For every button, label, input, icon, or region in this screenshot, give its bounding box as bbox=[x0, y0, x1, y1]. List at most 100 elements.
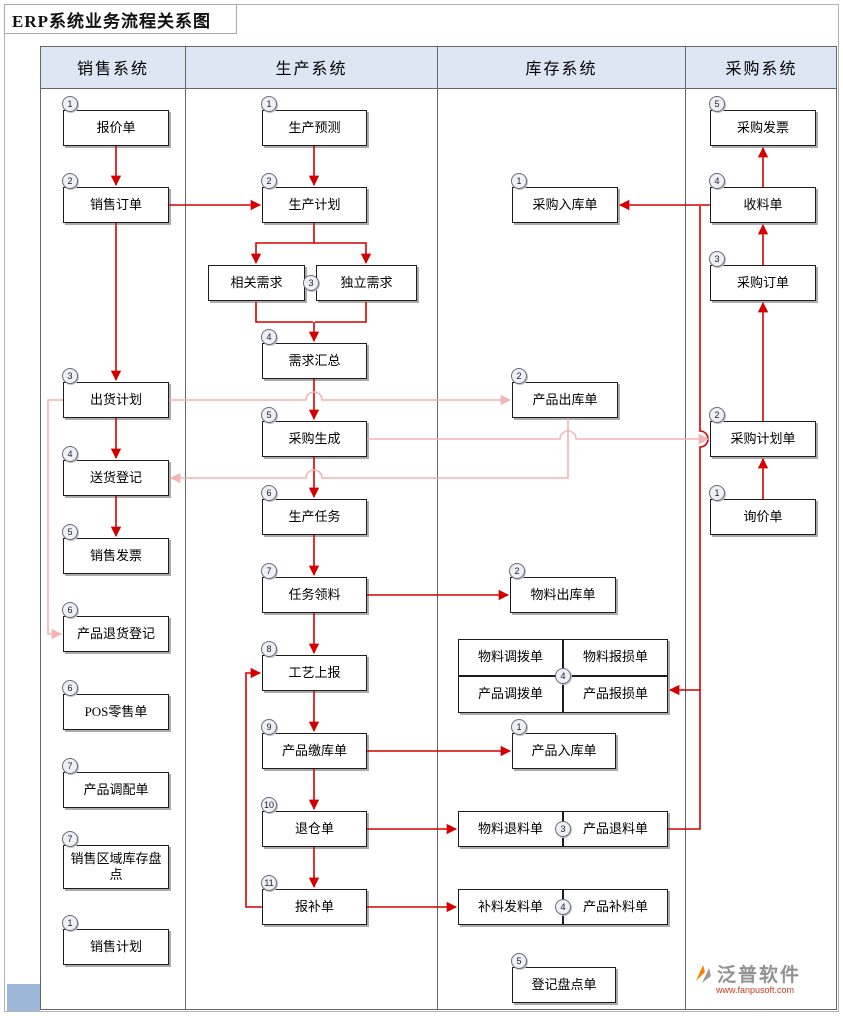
step-badge-product-return: 3 bbox=[555, 821, 571, 837]
flow-node-label: 出货计划 bbox=[89, 391, 142, 407]
step-badge-material-outbound: 2 bbox=[509, 563, 525, 579]
flow-node-purchase-invoice: 采购发票 bbox=[710, 110, 816, 146]
flow-node-label: 生产预测 bbox=[288, 119, 341, 135]
column-header-production: 生产系统 bbox=[275, 61, 348, 78]
step-badge-product-delivery: 9 bbox=[261, 719, 277, 735]
flow-node-label: 采购生成 bbox=[288, 430, 341, 446]
header-underline bbox=[40, 88, 837, 89]
flow-node-label: 产品缴库单 bbox=[281, 742, 347, 758]
flow-node-production-forecast: 生产预测 bbox=[262, 110, 367, 146]
flow-node-stocktake-registration: 登记盘点单 bbox=[512, 967, 616, 1003]
flow-node-product-transfer: 产品调拨单 bbox=[458, 676, 563, 713]
flow-node-label: 生产计划 bbox=[288, 196, 341, 212]
flow-node-purchase-plan: 采购计划单 bbox=[710, 421, 816, 457]
step-badge-receiving-note: 4 bbox=[709, 173, 725, 189]
flow-node-label: 物料报损单 bbox=[582, 649, 648, 665]
diagram-frame bbox=[40, 46, 837, 1010]
step-badge-production-forecast: 1 bbox=[261, 96, 277, 112]
step-badge-purchase-inbound: 1 bbox=[511, 173, 527, 189]
flow-node-label: 报补单 bbox=[294, 898, 334, 914]
flow-node-label: 采购计划单 bbox=[730, 430, 796, 446]
page-border bbox=[4, 4, 839, 1012]
flow-node-supplement-issue: 补料发料单 bbox=[458, 889, 563, 925]
flow-node-label: 需求汇总 bbox=[288, 352, 341, 368]
flow-node-related-demand: 相关需求 bbox=[208, 265, 305, 301]
column-header-band bbox=[40, 46, 837, 88]
step-badge-product-inbound: 1 bbox=[511, 719, 527, 735]
flow-node-label: 产品调拨单 bbox=[477, 686, 543, 702]
flow-node-label: 任务领料 bbox=[288, 586, 341, 602]
column-divider-1 bbox=[185, 46, 186, 1010]
flow-node-label: 销售发票 bbox=[89, 547, 142, 563]
step-badge-delivery-registration: 4 bbox=[62, 446, 78, 462]
flow-node-purchase-generation: 采购生成 bbox=[262, 421, 367, 457]
step-badge-demand-summary: 4 bbox=[261, 329, 277, 345]
column-divider-2 bbox=[437, 46, 438, 1010]
step-badge-quotation: 1 bbox=[62, 96, 78, 112]
flow-node-label: 销售计划 bbox=[89, 938, 142, 954]
flow-node-label: 独立需求 bbox=[340, 274, 393, 290]
step-badge-product-outbound: 2 bbox=[511, 368, 527, 384]
flow-node-label: 产品补料单 bbox=[582, 898, 648, 914]
flow-node-inquiry: 询价单 bbox=[710, 499, 816, 535]
flow-node-label: 产品出库单 bbox=[532, 391, 598, 407]
flow-node-receiving-note: 收料单 bbox=[710, 187, 816, 223]
flow-node-product-allocation: 产品调配单 bbox=[63, 772, 169, 808]
flow-node-label: 物料退料单 bbox=[477, 820, 543, 836]
flow-node-product-damage: 产品报损单 bbox=[563, 676, 668, 713]
flow-node-process-report: 工艺上报 bbox=[262, 655, 367, 691]
flow-node-label: 采购订单 bbox=[736, 274, 789, 290]
column-header-purchase: 采购系统 bbox=[725, 61, 798, 78]
corner-accent bbox=[7, 984, 40, 1011]
flow-node-label: 登记盘点单 bbox=[531, 976, 597, 992]
flow-node-label: POS零售单 bbox=[84, 703, 148, 719]
step-badge-production-plan: 2 bbox=[261, 173, 277, 189]
flow-node-label: 补料发料单 bbox=[477, 898, 543, 914]
flow-node-product-delivery: 产品缴库单 bbox=[262, 733, 367, 769]
flow-node-region-stock-count: 销售区域库存盘点 bbox=[63, 845, 169, 889]
step-badge-region-stock-count: 7 bbox=[62, 831, 78, 847]
flow-node-label: 工艺上报 bbox=[288, 664, 341, 680]
flow-node-label: 销售区域库存盘点 bbox=[70, 850, 162, 882]
flow-node-label: 产品调配单 bbox=[83, 781, 149, 797]
flow-node-material-return: 物料退料单 bbox=[458, 811, 563, 847]
step-badge-product-return-registration: 6 bbox=[62, 602, 78, 618]
flow-node-label: 退仓单 bbox=[294, 820, 334, 836]
flow-node-purchase-order: 采购订单 bbox=[710, 265, 816, 301]
flow-node-shipment-plan: 出货计划 bbox=[63, 382, 169, 418]
fanpu-logo-icon bbox=[696, 964, 711, 983]
step-badge-task-requisition: 7 bbox=[261, 563, 277, 579]
flow-node-label: 采购入库单 bbox=[532, 196, 598, 212]
step-badge-product-allocation: 7 bbox=[62, 758, 78, 774]
flow-node-product-supplement: 产品补料单 bbox=[563, 889, 668, 925]
column-header-sales: 销售系统 bbox=[76, 61, 149, 78]
flow-node-material-damage: 物料报损单 bbox=[563, 639, 668, 676]
flow-node-label: 物料出库单 bbox=[530, 586, 596, 602]
flow-node-demand-summary: 需求汇总 bbox=[262, 343, 367, 379]
step-badge-warehouse-return: 10 bbox=[261, 797, 277, 813]
step-badge-pos-retail: 6 bbox=[62, 680, 78, 696]
flow-node-sales-order: 销售订单 bbox=[63, 187, 169, 223]
step-badge-supplement-report: 11 bbox=[261, 875, 277, 891]
flow-node-sales-invoice: 销售发票 bbox=[63, 538, 169, 574]
flow-node-label: 收料单 bbox=[743, 196, 783, 212]
flow-node-material-transfer: 物料调拨单 bbox=[458, 639, 563, 676]
step-badge-shipment-plan: 3 bbox=[62, 368, 78, 384]
column-header-inventory: 库存系统 bbox=[525, 61, 598, 78]
flow-node-warehouse-return: 退仓单 bbox=[262, 811, 367, 847]
flow-node-sales-plan: 销售计划 bbox=[63, 929, 169, 965]
flow-node-label: 报价单 bbox=[96, 119, 136, 135]
step-badge-purchase-invoice: 5 bbox=[709, 96, 725, 112]
flow-node-label: 生产任务 bbox=[288, 508, 341, 524]
flow-node-label: 产品退货登记 bbox=[76, 625, 155, 641]
step-badge-purchase-order: 3 bbox=[709, 251, 725, 267]
flow-node-label: 销售订单 bbox=[89, 196, 142, 212]
fanpu-logo-url: www.fanpusoft.com bbox=[716, 985, 795, 995]
flow-node-quotation: 报价单 bbox=[63, 110, 169, 146]
flow-node-delivery-registration: 送货登记 bbox=[63, 460, 169, 496]
flow-node-label: 物料调拨单 bbox=[477, 649, 543, 665]
flow-node-material-outbound: 物料出库单 bbox=[510, 577, 616, 613]
flow-node-label: 采购发票 bbox=[736, 119, 789, 135]
flow-node-task-requisition: 任务领料 bbox=[262, 577, 367, 613]
